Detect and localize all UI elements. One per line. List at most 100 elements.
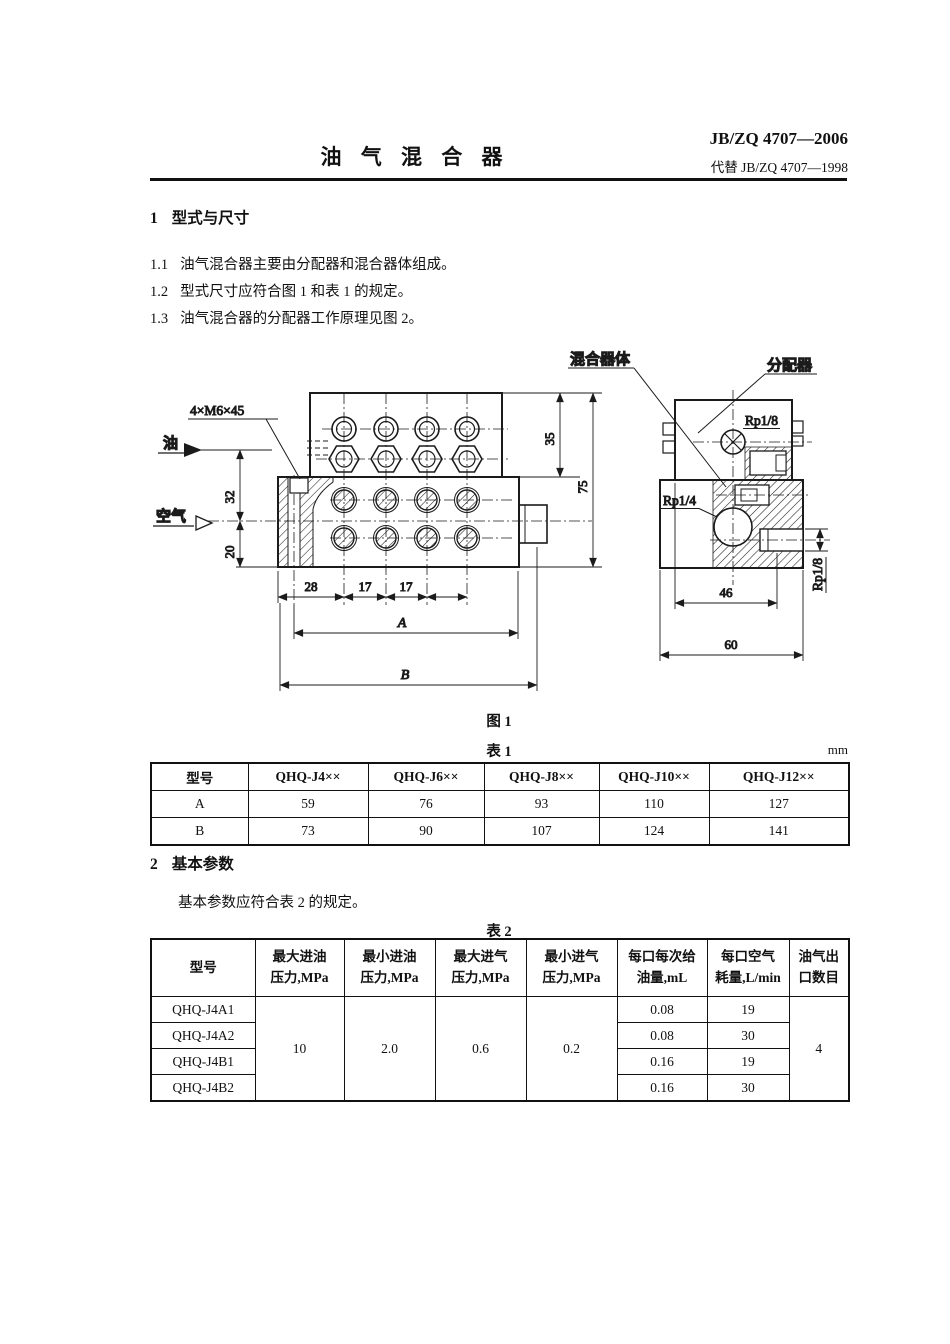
dim-chain (277, 571, 468, 603)
standard-replaces: 代替 JB/ZQ 4707—1998 (710, 160, 848, 175)
t1-a-4: 110 (598, 790, 710, 818)
figure-1-drawing: 油 空气 4×M6×45 32 20 (153, 350, 830, 691)
t2-h-line1: 每口空气 (721, 949, 775, 965)
oil-label: 油 (163, 434, 178, 452)
mixer-body-label: 混合器体 (570, 350, 631, 368)
t2-h-line2: 口数目 (798, 970, 840, 985)
t2-h-line1: 最大进气 (453, 949, 508, 965)
port-row-4 (331, 525, 480, 551)
t1-b-3: 107 (483, 817, 600, 846)
dim-35-75 (502, 392, 602, 568)
t2-max-air: 0.6 (434, 996, 527, 1102)
distributor-label: 分配器 (767, 357, 813, 374)
table-row: QHQ-J4B1 0.16 19 (150, 1048, 849, 1075)
dim-32-20 (196, 449, 278, 568)
table-1-unit: mm (827, 742, 848, 757)
t1-b-5: 141 (708, 817, 850, 846)
dim-B: B (401, 668, 410, 683)
t1-a-2: 76 (367, 790, 485, 818)
t1-b-1: 73 (247, 817, 369, 846)
t2-air-1: 30 (706, 1022, 790, 1049)
t1-a-3: 93 (483, 790, 600, 818)
section-2-heading: 2 基本参数 (150, 852, 234, 874)
para-num: 1.3 (150, 311, 169, 327)
t2-h-line1: 每口每次给 (628, 949, 696, 965)
t2-h-line2: 压力,MPa (270, 970, 329, 985)
section-2-number: 2 (150, 856, 158, 873)
table-1-header-row: 型号 QHQ-J4×× QHQ-J6×× QHQ-J8×× QHQ-J10×× … (150, 762, 850, 791)
t2-h-line2: 压力,MPa (451, 970, 510, 985)
m6-bolt-hole (289, 477, 309, 494)
t1-b-label: B (150, 817, 249, 846)
t2-air-3: 30 (706, 1074, 790, 1102)
t1-h-j8: QHQ-J8×× (483, 762, 600, 791)
t2-h-model: 型号 (150, 938, 256, 997)
section-2-title: 基本参数 (171, 856, 234, 873)
t1-h-j10: QHQ-J10×× (598, 762, 710, 791)
dim-35: 35 (542, 433, 557, 446)
section-2-body: 基本参数应符合表 2 的规定。 (178, 895, 367, 911)
air-label: 空气 (156, 507, 186, 525)
t2-model-2: QHQ-J4B1 (150, 1048, 256, 1075)
section-1-number: 1 (150, 210, 158, 227)
table-row: B 73 90 107 124 141 (150, 817, 850, 846)
t2-h-max-air: 最大进气压力,MPa (434, 938, 527, 997)
t2-h-oil-per: 每口每次给油量,mL (616, 938, 708, 997)
standard-number: JB/ZQ 4707—2006 (709, 129, 848, 148)
t2-h-line1: 油气出 (798, 949, 840, 965)
t2-h-min-air: 最小进气压力,MPa (525, 938, 618, 997)
dim-28: 28 (305, 579, 318, 594)
row-centerlines (208, 428, 592, 539)
port-row-3 (331, 487, 480, 513)
t1-a-label: A (150, 790, 249, 818)
right-view-centerlines (693, 390, 830, 585)
t1-h-j4: QHQ-J4×× (247, 762, 369, 791)
dim-60: 60 (725, 637, 738, 652)
t1-h-j6: QHQ-J6×× (367, 762, 485, 791)
table-2-header-row: 型号 最大进油压力,MPa 最小进油压力,MPa 最大进气压力,MPa 最小进气… (150, 938, 850, 997)
rp14-label: Rp1/4 (663, 493, 696, 508)
table-1: 型号 QHQ-J4×× QHQ-J6×× QHQ-J8×× QHQ-J10×× … (150, 762, 850, 846)
dim-B-lines (279, 547, 538, 691)
table-2-caption: 表 2 (486, 924, 512, 940)
dim-A-lines (293, 571, 519, 639)
t2-h-line1: 最小进气 (544, 949, 599, 965)
table-row: QHQ-J4A2 0.08 30 (150, 1022, 849, 1049)
dim-20: 20 (222, 546, 237, 559)
t2-h-line1: 最大进油 (272, 949, 327, 965)
dim-17a: 17 (359, 579, 373, 594)
fitting-row-1 (331, 416, 480, 442)
t2-h-line2: 油量,mL (636, 970, 688, 985)
t2-oil-1: 0.08 (616, 1022, 708, 1049)
t2-model-3: QHQ-J4B2 (150, 1074, 256, 1102)
oil-arrow-icon (184, 443, 202, 457)
t2-outlets: 4 (788, 996, 850, 1102)
section-1-title: 型式与尺寸 (171, 210, 250, 227)
table-row: QHQ-J4B2 0.16 30 (150, 1074, 849, 1102)
bolt-spec-label: 4×M6×45 (190, 403, 244, 418)
page-title: 油 气 混 合 器 (320, 145, 510, 169)
table-1-caption: 表 1 (486, 744, 512, 760)
t2-air-2: 19 (706, 1048, 790, 1075)
t1-h-model: 型号 (150, 762, 249, 791)
hidden-lines (307, 440, 328, 456)
t2-h-line1: 最小进油 (362, 949, 417, 965)
outlet-boss (518, 504, 548, 544)
hatch-left-wall (277, 476, 289, 568)
t2-h-min-oil: 最小进油压力,MPa (343, 938, 436, 997)
table-row: A 59 76 93 110 127 (150, 790, 850, 818)
t1-h-j12: QHQ-J12×× (708, 762, 850, 791)
table-2: 型号 最大进油压力,MPa 最小进油压力,MPa 最大进气压力,MPa 最小进气… (150, 938, 850, 1102)
dim-17b: 17 (400, 579, 414, 594)
section-1-heading: 1 型式与尺寸 (150, 206, 249, 228)
t2-min-air: 0.2 (525, 996, 618, 1102)
t2-oil-0: 0.08 (616, 996, 708, 1023)
side-port-dim (805, 528, 828, 552)
para-text: 油气混合器主要由分配器和混合器体组成。 (180, 257, 456, 273)
t2-max-oil: 10 (254, 996, 345, 1102)
t1-a-1: 59 (247, 790, 369, 818)
t1-b-2: 90 (367, 817, 485, 846)
hex-nut-row (328, 445, 483, 473)
